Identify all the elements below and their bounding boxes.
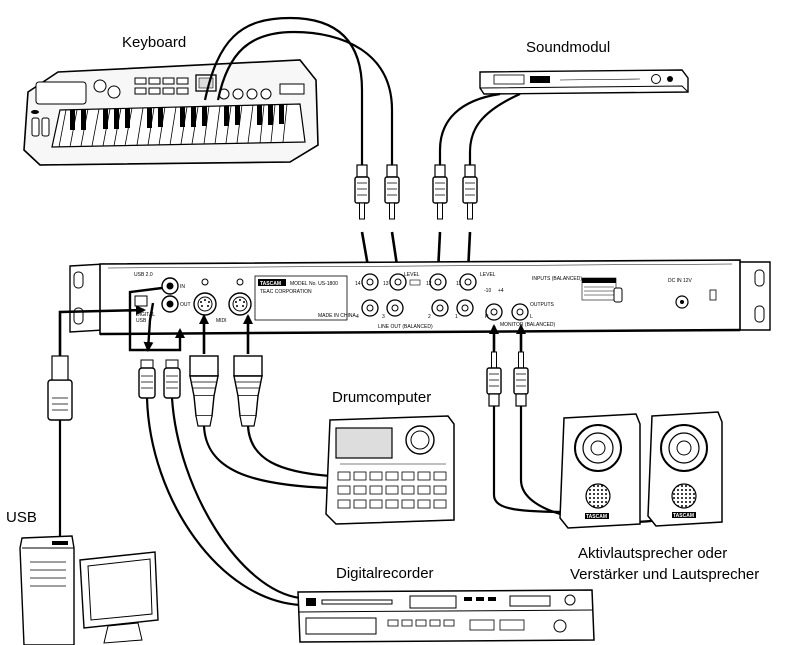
svg-text:-10: -10 bbox=[484, 288, 491, 294]
audio-interface-rear-panel: USB 2.0 USB DIGITAL IN OUT MIDI TASCAM M… bbox=[69, 259, 771, 336]
svg-text:TEAC CORPORATION: TEAC CORPORATION bbox=[260, 289, 312, 295]
digitalrecorder-label: Digitalrecorder bbox=[336, 565, 434, 582]
svg-text:OUTPUTS: OUTPUTS bbox=[530, 302, 555, 308]
svg-text:TASCAM: TASCAM bbox=[260, 281, 281, 287]
soundmodul-label: Soundmodul bbox=[526, 39, 611, 56]
drumcomputer-label: Drumcomputer bbox=[332, 389, 432, 406]
svg-text:R: R bbox=[485, 314, 489, 320]
svg-text:LEVEL: LEVEL bbox=[404, 272, 420, 278]
svg-text:3: 3 bbox=[382, 314, 385, 320]
svg-text:+4: +4 bbox=[498, 288, 504, 294]
svg-text:OUT: OUT bbox=[180, 302, 191, 308]
soundmodul-cables bbox=[438, 92, 521, 165]
speakers-label-line1: Aktivlautsprecher oder bbox=[578, 545, 728, 562]
svg-text:TASCAM: TASCAM bbox=[586, 514, 607, 520]
svg-text:USB: USB bbox=[136, 318, 147, 324]
usb-label: USB bbox=[6, 509, 37, 526]
svg-text:MADE IN CHINA: MADE IN CHINA bbox=[318, 313, 356, 319]
svg-text:INPUTS (BALANCED): INPUTS (BALANCED) bbox=[532, 276, 582, 282]
svg-text:2: 2 bbox=[428, 314, 431, 320]
svg-text:TASCAM: TASCAM bbox=[673, 513, 694, 519]
piano-keys bbox=[51, 103, 306, 148]
svg-text:MIDI: MIDI bbox=[216, 318, 227, 324]
svg-text:L: L bbox=[530, 314, 533, 320]
usb-cable bbox=[47, 305, 146, 536]
svg-text:11: 11 bbox=[456, 281, 461, 287]
svg-text:IN: IN bbox=[180, 284, 185, 290]
speaker-cables bbox=[486, 324, 661, 524]
speakers-label-line2: Verstärker und Lautsprecher bbox=[570, 566, 760, 583]
digitalrecorder-device bbox=[297, 589, 595, 643]
soundmodul-device bbox=[479, 69, 689, 95]
active-speakers: TASCAM TASCAM bbox=[559, 411, 723, 529]
svg-text:LEVEL: LEVEL bbox=[480, 272, 496, 278]
digital-rca-cables bbox=[128, 286, 301, 607]
keyboard-device bbox=[23, 59, 319, 166]
usb-computer bbox=[19, 535, 159, 645]
svg-text:1: 1 bbox=[455, 314, 458, 320]
svg-text:12: 12 bbox=[426, 281, 432, 287]
svg-text:MODEL No. US-1800: MODEL No. US-1800 bbox=[290, 281, 338, 287]
keyboard-cables bbox=[203, 16, 394, 165]
svg-text:14: 14 bbox=[355, 281, 361, 287]
svg-text:13: 13 bbox=[383, 281, 389, 287]
drumcomputer-device bbox=[325, 415, 455, 525]
svg-text:4: 4 bbox=[356, 314, 359, 320]
svg-text:USB 2.0: USB 2.0 bbox=[134, 272, 153, 278]
keyboard-label: Keyboard bbox=[122, 34, 187, 51]
jack-plugs-top bbox=[354, 164, 478, 220]
midi-cables bbox=[189, 314, 331, 490]
svg-text:LINE OUT (BALANCED): LINE OUT (BALANCED) bbox=[378, 324, 433, 330]
svg-text:DC IN 12V: DC IN 12V bbox=[668, 278, 693, 284]
svg-text:MONITOR (BALANCED): MONITOR (BALANCED) bbox=[500, 322, 556, 328]
